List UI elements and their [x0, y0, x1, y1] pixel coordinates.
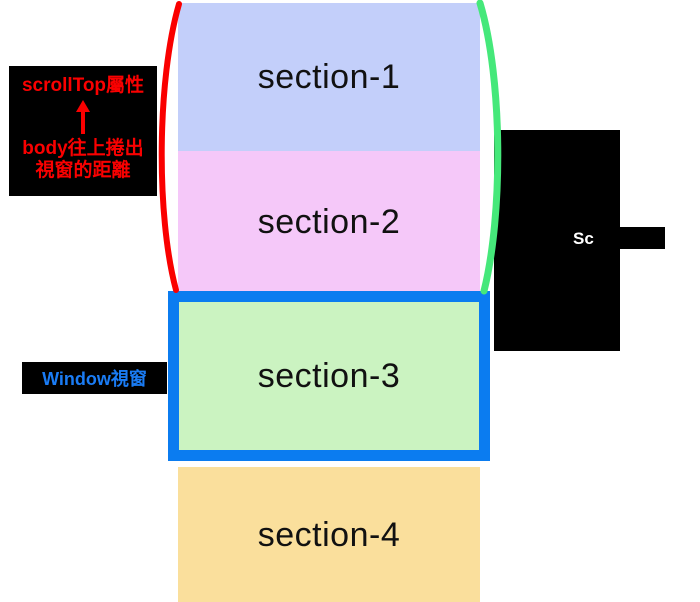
window-label: Window視窗 — [42, 369, 147, 389]
section-3-highlight-border: section-3 — [168, 291, 490, 461]
scrolltop-description-line1: body往上捲出 — [22, 138, 144, 160]
section-3-block: section-3 — [179, 302, 479, 450]
section-3-label: section-3 — [257, 357, 401, 395]
scroll-extent-curve-left — [158, 1, 182, 293]
scrolltop-annotation-box: scrollTop屬性 body往上捲出 視窗的距離 — [9, 66, 157, 196]
section-1-label: section-1 — [257, 58, 401, 96]
section-1-block: section-1 — [178, 3, 480, 151]
section-2-block: section-2 — [178, 151, 480, 293]
up-arrow-icon — [76, 100, 90, 135]
window-annotation-box: Window視窗 — [22, 362, 167, 394]
section-4-block: section-4 — [178, 467, 480, 602]
section-4-label: section-4 — [257, 515, 401, 554]
scrolltop-property-label: scrollTop屬性 — [21, 75, 145, 96]
scrolltop-description-line2: 視窗的距離 — [35, 159, 131, 181]
section-2-label: section-2 — [257, 203, 401, 241]
right-panel-label: Sc — [573, 229, 594, 248]
redaction-bar — [595, 227, 665, 249]
